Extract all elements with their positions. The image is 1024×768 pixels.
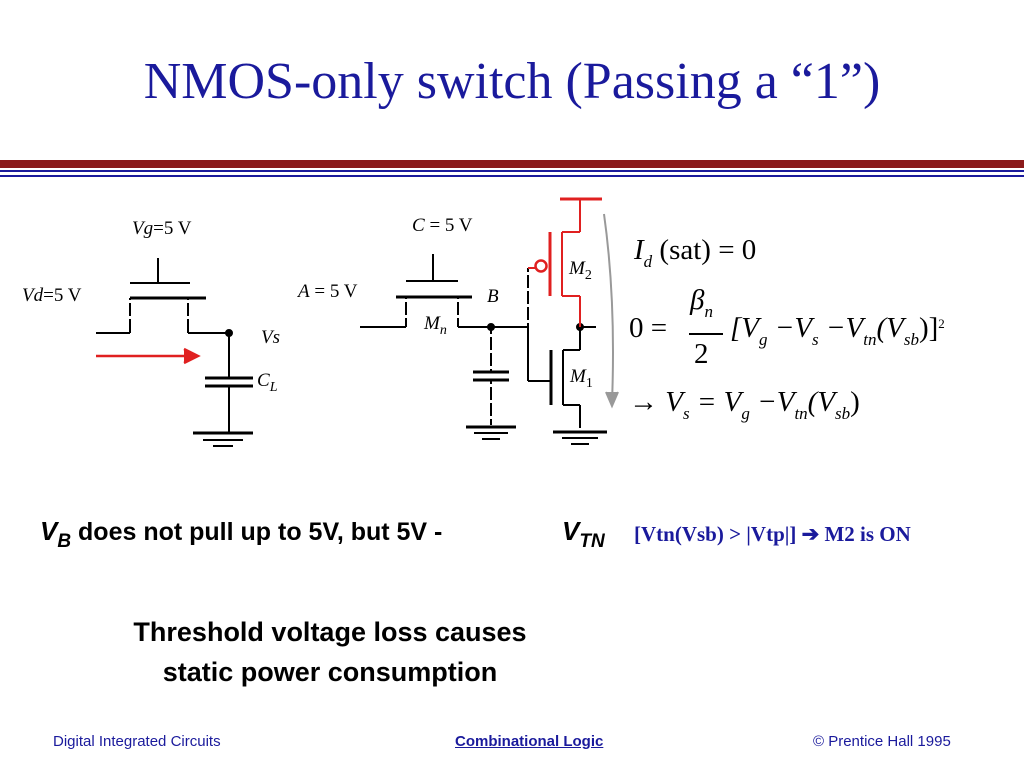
eq2-sb: sb [903, 330, 919, 349]
conclusion-line2: static power consumption [162, 657, 498, 687]
vtn-sub: TN [579, 531, 605, 552]
mn-sub: n [439, 323, 447, 338]
equation-isat: Id (sat) = 0 [634, 234, 757, 271]
eq2-s: s [812, 330, 819, 349]
eq3-mid: (V [807, 386, 836, 418]
eq3-eq: = V [689, 386, 742, 418]
equation-saturation-rhs: [Vg −Vs −Vtn(Vsb)]2 [730, 312, 945, 349]
eq3-m: −V [749, 386, 795, 418]
eq2-m1: −V [767, 312, 813, 344]
equation-fraction-den: 2 [694, 338, 709, 371]
eq1-d: d [643, 252, 653, 271]
cl-sub: L [269, 380, 278, 395]
mn-main: M [424, 313, 440, 334]
title-rule-blue [0, 170, 1024, 172]
cl-label: CL [257, 370, 278, 395]
m1-nmos [549, 327, 607, 445]
title-rule-blue-thin [0, 175, 1024, 177]
vg-label: Vg=5 V [132, 218, 191, 240]
node-b-label: B [487, 286, 499, 307]
vb-statement: VB does not pull up to 5V, but 5V - [40, 516, 443, 552]
m2-main: M [569, 258, 585, 279]
title-rule-red [0, 160, 1024, 168]
vb-main: V [40, 516, 58, 546]
m1-sub: 1 [585, 376, 593, 391]
eq3-g: g [741, 404, 750, 423]
eq2-open: [V [730, 312, 759, 344]
vg-var: Vg [132, 218, 154, 239]
a-val: = 5 V [309, 281, 358, 302]
vd-var: Vd [22, 285, 44, 306]
footer-left: Digital Integrated Circuits [53, 733, 221, 750]
eq2-pow: 2 [938, 316, 945, 331]
mn-label: Mn [424, 313, 447, 338]
fraction-bar [689, 333, 723, 335]
m2-pmos [528, 197, 602, 327]
vd-val: =5 V [43, 285, 82, 306]
eq2-mid: (V [876, 312, 904, 344]
footer-center: Combinational Logic [455, 733, 604, 750]
vtn-term: VTN [562, 516, 605, 552]
conclusion-line1: Threshold voltage loss causes [133, 617, 527, 647]
circuit2-pass-transistor [360, 254, 516, 440]
eq2-tn: tn [863, 330, 877, 349]
equation-vs: → Vs = Vg −Vtn(Vsb) [629, 386, 860, 423]
equation-saturation: 0 = [629, 312, 667, 345]
eq1-i: I [634, 234, 644, 266]
m2-label: M2 [569, 258, 592, 283]
a-var: A [298, 281, 310, 302]
slide-title: NMOS-only switch (Passing a “1”) [143, 53, 881, 110]
cl-main: C [257, 370, 270, 391]
conclusion-text: Threshold voltage loss causes static pow… [80, 612, 580, 692]
eq2-close: )] [918, 312, 939, 344]
footer-right: © Prentice Hall 1995 [813, 733, 951, 750]
eq2-beta: β [690, 284, 705, 316]
vs-label: Vs [261, 327, 280, 348]
m2-on-note: [Vtn(Vsb) > |Vtp|] ➔ M2 is ON [634, 522, 911, 546]
eq3-s: s [682, 404, 690, 423]
eq2-n: n [704, 302, 713, 321]
vg-val: =5 V [153, 218, 192, 239]
a-label: A = 5 V [298, 281, 357, 303]
eq3-sb: sb [835, 404, 851, 423]
gray-current-arrow [603, 213, 619, 409]
eq3-arrow: → V [629, 386, 683, 418]
eq2-den: 2 [694, 338, 709, 370]
eq3-tn: tn [794, 404, 808, 423]
eq2-m2: −V [818, 312, 864, 344]
m1-label: M1 [570, 366, 593, 391]
eq2-g: g [759, 330, 768, 349]
c-var: C [412, 215, 425, 236]
c-val: = 5 V [424, 215, 473, 236]
node-vs-dot [225, 329, 233, 337]
eq2-lhs: 0 = [629, 312, 668, 344]
m1-main: M [570, 366, 586, 387]
eq3-close: ) [850, 386, 860, 418]
c-label: C = 5 V [412, 215, 473, 237]
statement-text: does not pull up to 5V, but 5V - [71, 518, 443, 546]
m2-sub: 2 [584, 268, 592, 283]
vtn-main: V [562, 516, 580, 546]
circuit1-nmos-switch [96, 258, 253, 447]
vb-sub: B [57, 531, 72, 552]
current-flow-arrow [96, 347, 201, 365]
equation-fraction-num: βn [690, 284, 713, 321]
eq1-rest: (sat) = 0 [659, 234, 757, 266]
vd-label: Vd=5 V [22, 285, 81, 307]
